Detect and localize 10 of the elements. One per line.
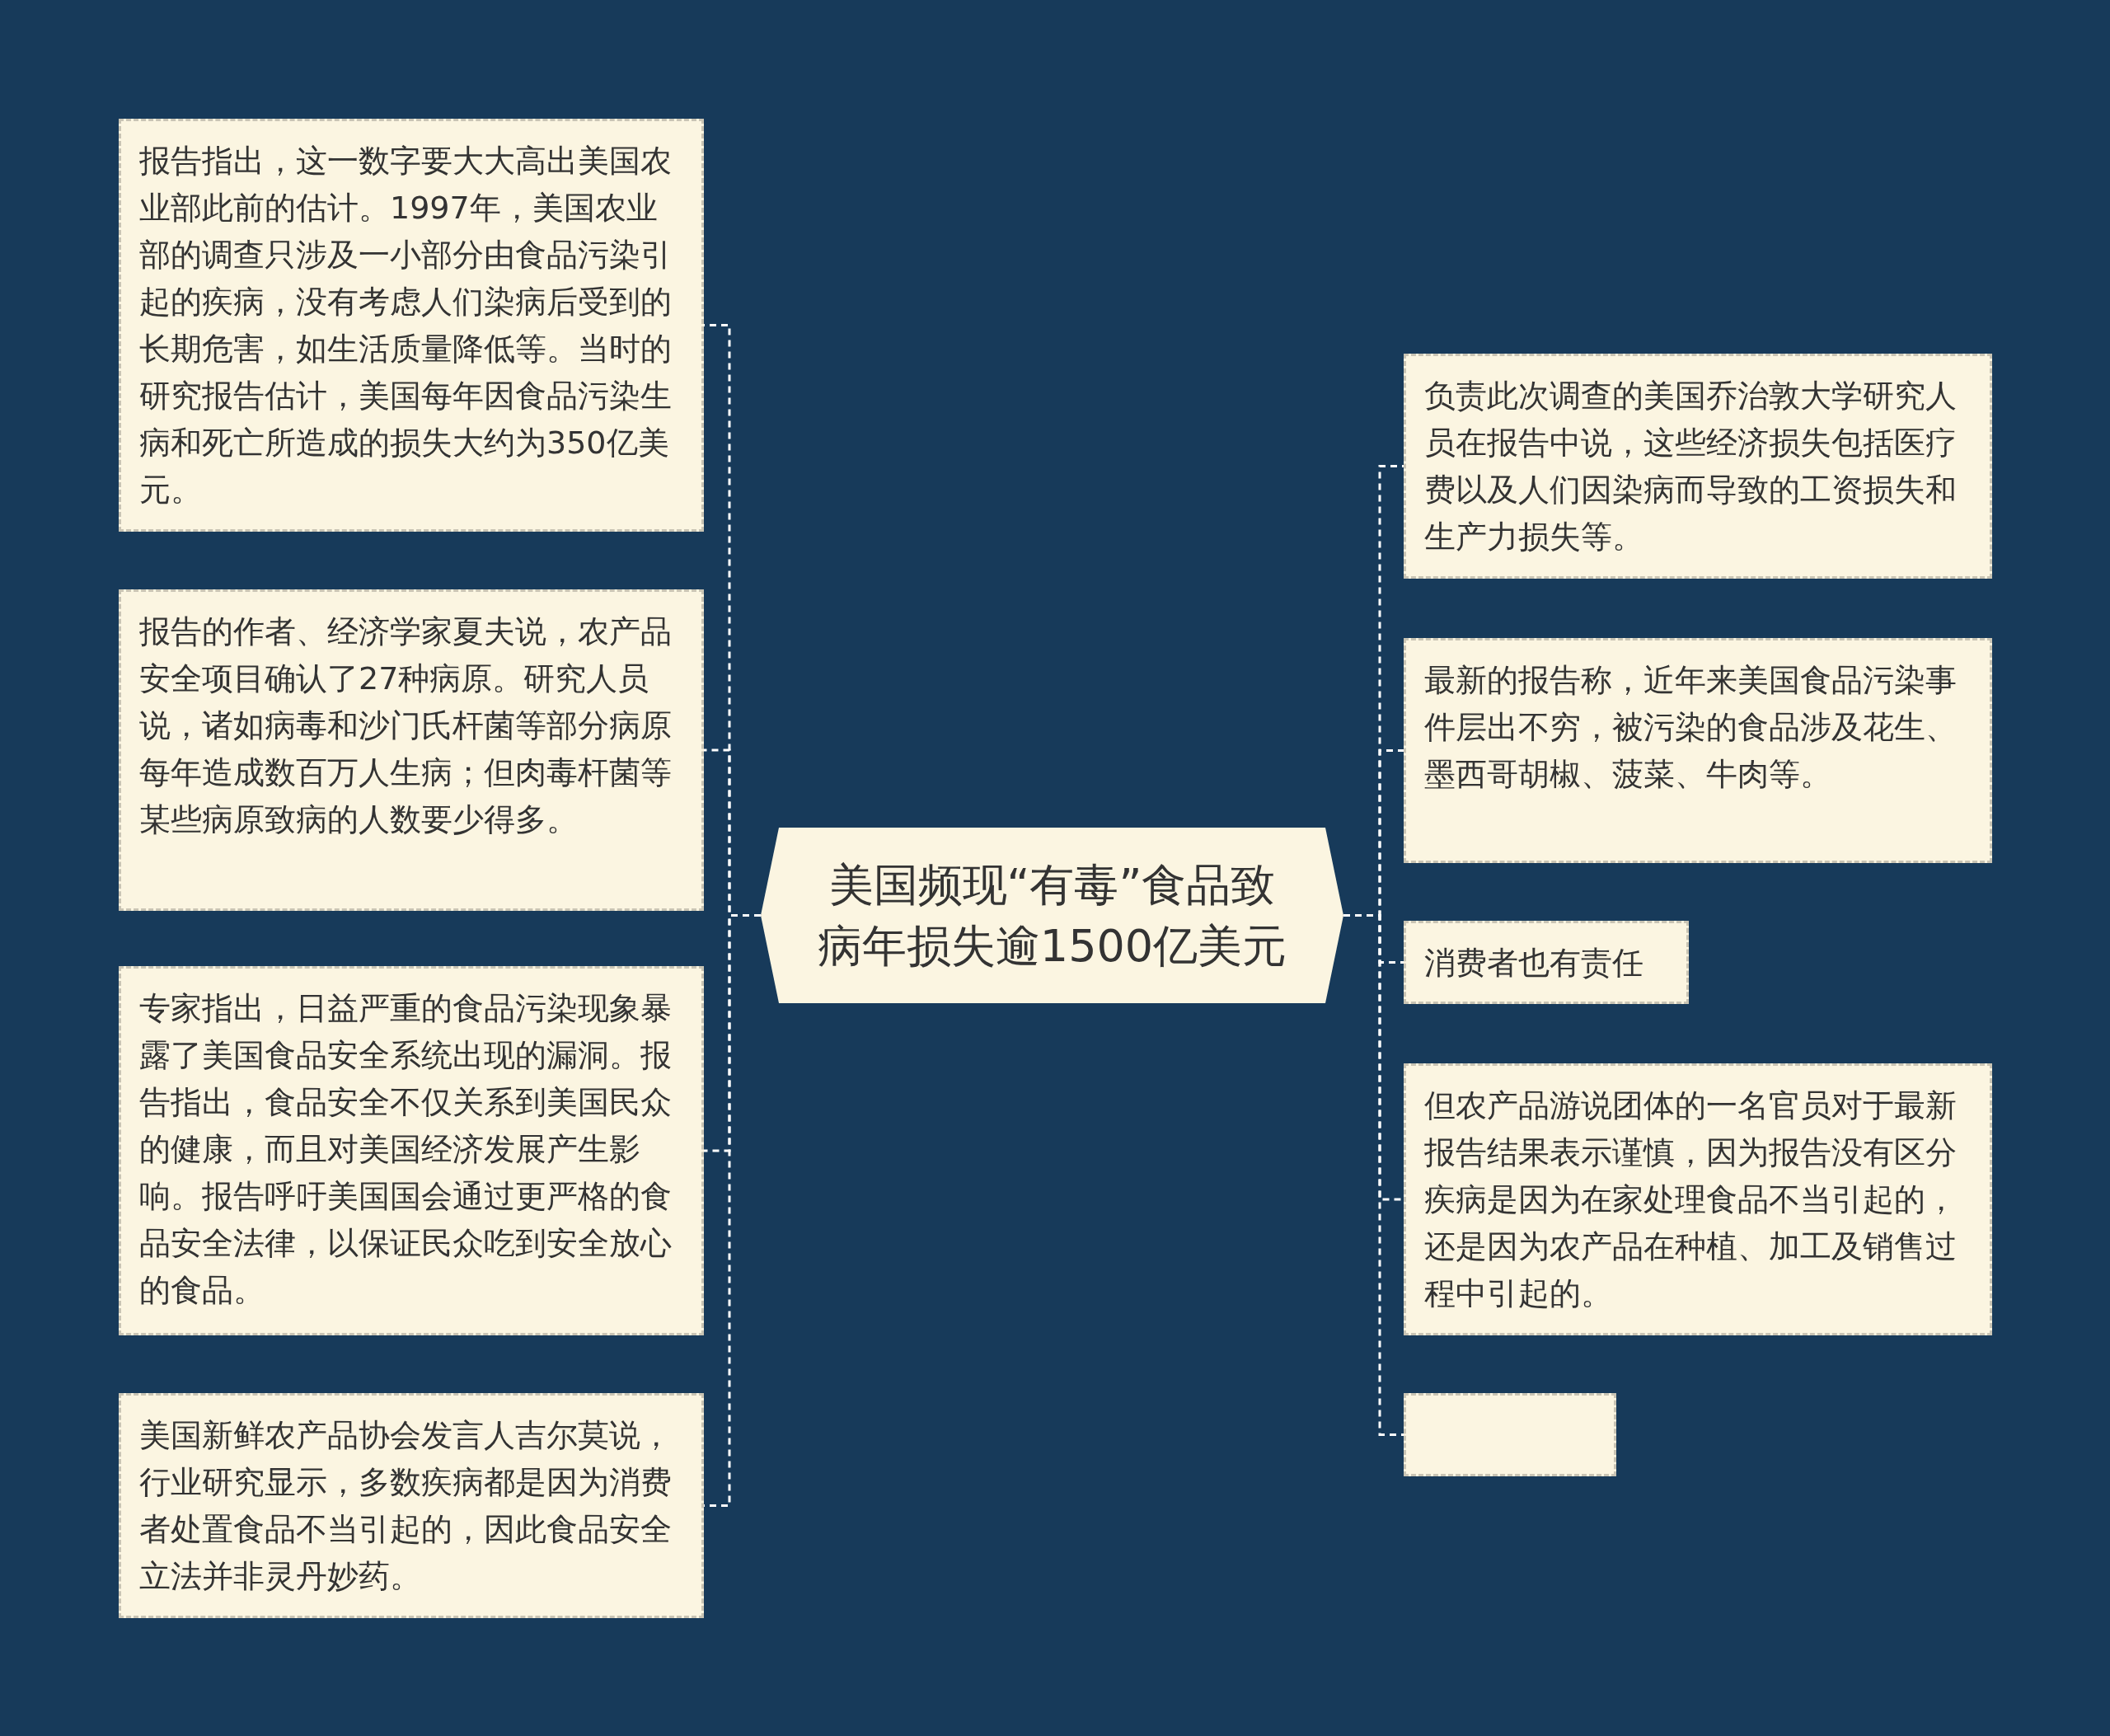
text-box: 报告的作者、经济学家夏夫说，农产品安全项目确认了27种病原。研究人员说，诸如病毒和沙门氏杆菌等部分病原每年造成数百万人生病；但肉毒杆菌等某些病原致病的人数要少得多。: [119, 589, 704, 911]
empty-box: [1404, 1393, 1616, 1476]
text-box: 负责此次调查的美国乔治敦大学研究人员在报告中说，这些经济损失包括医疗费以及人们因染病而导致的工资损失和生产力损失等。: [1404, 354, 1992, 579]
text-box: 消费者也有责任: [1404, 921, 1689, 1004]
text-box: 报告指出，这一数字要大大高出美国农业部此前的估计。1997年，美国农业部的调查只涉及一小部分由食品污染引起的疾病，没有考虑人们染病后受到的长期危害，如生活质量降低等。当时的研究报告估计，美国每年因食品污染生病和死亡所造成的损失大约为350亿美元。: [119, 119, 704, 532]
text-box: 美国新鲜农产品协会发言人吉尔莫说，行业研究显示，多数疾病都是因为消费者处置食品不当引起的，因此食品安全立法并非灵丹妙药。: [119, 1393, 704, 1618]
text-box: 最新的报告称，近年来美国食品污染事件层出不穷，被污染的食品涉及花生、墨西哥胡椒、菠菜、牛肉等。: [1404, 638, 1992, 863]
text-box: 专家指出，日益严重的食品污染现象暴露了美国食品安全系统出现的漏洞。报告指出，食品安全不仅关系到美国民众的健康，而且对美国经济发展产生影响。报告呼吁美国国会通过更严格的食品安全法律，以保证民众吃到安全放心的食品。: [119, 966, 704, 1335]
text-box: 但农产品游说团体的一名官员对于最新报告结果表示谨慎，因为报告没有区分疾病是因为在家处理食品不当引起的，还是因为农产品在种植、加工及销售过程中引起的。: [1404, 1063, 1992, 1335]
central-topic: 美国频现“有毒”食品致病年损失逾1500亿美元: [761, 828, 1343, 1003]
